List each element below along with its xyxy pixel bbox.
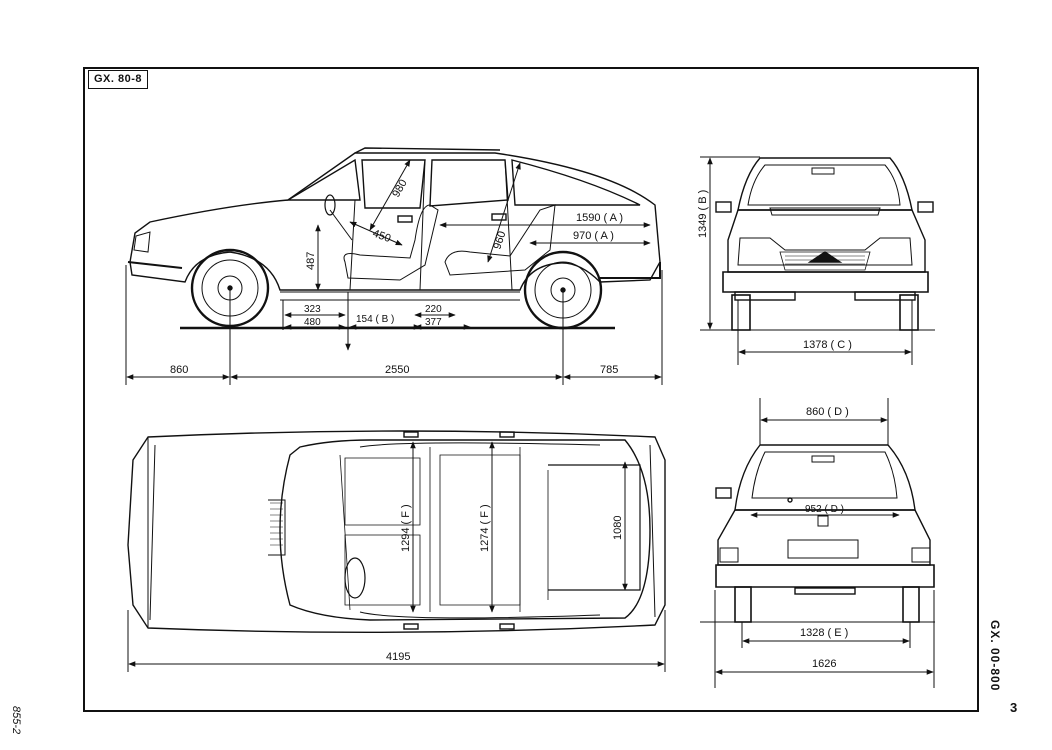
dim-450: 450 bbox=[371, 228, 392, 246]
side-windshield bbox=[285, 158, 361, 201]
rear-seat bbox=[444, 204, 556, 276]
side-body-outline bbox=[129, 152, 661, 291]
model-tag: GX. 80-8 bbox=[88, 70, 149, 89]
dim-970: 970 ( A ) bbox=[573, 230, 614, 242]
front-view bbox=[700, 157, 935, 331]
side-dimension-labels: 860 2550 785 980 450 960 487 1590 ( A ) … bbox=[170, 178, 623, 376]
page-number: 3 bbox=[1010, 700, 1018, 715]
document-code: GX. 00-800 bbox=[988, 620, 1002, 692]
rear-roof bbox=[734, 444, 916, 511]
top-dimensions bbox=[127, 441, 666, 672]
dim-960: 960 bbox=[491, 230, 508, 251]
dim-2550: 2550 bbox=[385, 364, 409, 376]
dim-980: 980 bbox=[390, 178, 410, 200]
dim-952-d: 952 ( D ) bbox=[805, 504, 844, 515]
dim-785: 785 bbox=[600, 364, 618, 376]
dim-487: 487 bbox=[305, 252, 317, 270]
side-view bbox=[127, 147, 661, 330]
top-body-outline bbox=[127, 430, 666, 634]
dim-1349: 1349 ( B ) bbox=[697, 190, 709, 238]
dim-1274: 1274 ( F ) bbox=[479, 504, 491, 552]
side-window-rear bbox=[511, 159, 641, 206]
rear-window bbox=[751, 451, 898, 499]
side-window-front bbox=[361, 159, 426, 209]
dim-1294: 1294 ( F ) bbox=[400, 504, 412, 552]
front-dimensions bbox=[700, 156, 913, 365]
rear-dimensions bbox=[714, 398, 935, 688]
side-window-mid bbox=[429, 159, 509, 207]
dim-480: 480 bbox=[304, 317, 321, 328]
dim-323: 323 bbox=[304, 304, 321, 315]
dim-154: 154 ( B ) bbox=[356, 314, 394, 325]
rear-body bbox=[717, 509, 931, 566]
side-dimensions bbox=[125, 159, 663, 385]
dim-4195: 4195 bbox=[386, 651, 410, 663]
dim-860: 860 bbox=[170, 364, 188, 376]
dim-1328: 1328 ( E ) bbox=[800, 627, 848, 639]
rear-view bbox=[700, 444, 935, 623]
corner-reference: 855-2 bbox=[10, 706, 22, 735]
dim-1378: 1378 ( C ) bbox=[803, 339, 852, 351]
front-seat bbox=[343, 204, 439, 281]
drawing-frame bbox=[83, 67, 979, 712]
dim-220: 220 bbox=[425, 304, 442, 315]
dim-1590: 1590 ( A ) bbox=[576, 212, 623, 224]
dim-1626: 1626 bbox=[812, 658, 836, 670]
top-view bbox=[127, 430, 666, 634]
dim-860-d: 860 ( D ) bbox=[806, 406, 849, 418]
dim-1080: 1080 bbox=[612, 516, 624, 540]
top-glasshouse bbox=[279, 439, 651, 621]
dim-377: 377 bbox=[425, 317, 442, 328]
